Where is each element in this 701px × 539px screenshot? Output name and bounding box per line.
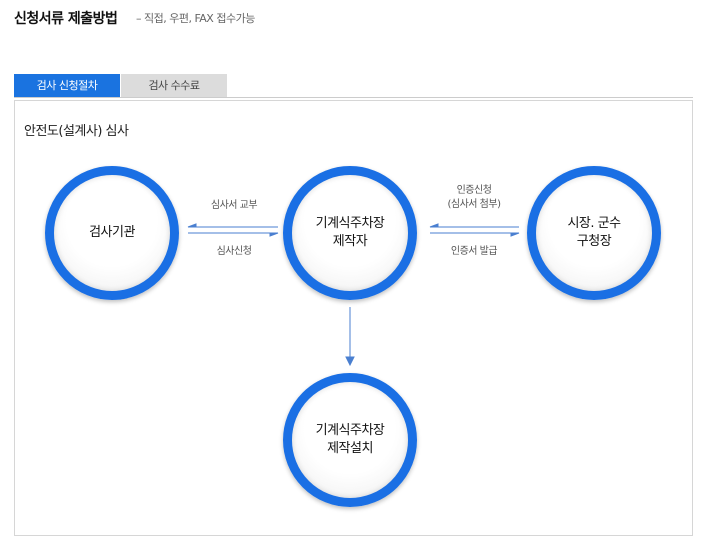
node-inspection-agency: 검사기관 <box>45 166 179 300</box>
section-title: 안전도(설계사) 심사 <box>24 124 129 139</box>
label-issue-review: 심사서 교부 <box>210 200 258 211</box>
label-line: 인증신청 <box>456 185 492 196</box>
page-subtitle: – 직접, 우편, FAX 접수가능 <box>136 12 255 25</box>
content-panel <box>14 100 693 536</box>
node-label: 제작설치 <box>327 441 373 456</box>
tab-inspection-procedure[interactable]: 검사 신청절차 <box>14 74 120 97</box>
label-apply-review: 심사신청 <box>216 246 252 257</box>
node-label: 시장. 군수 <box>567 216 621 231</box>
page-title: 신청서류 제출방법 <box>14 11 118 27</box>
label-line: (심사서 첨부) <box>447 199 501 210</box>
node-label: 기계식주차장 <box>315 216 385 231</box>
node-label: 제작자 <box>332 234 368 249</box>
node-label: 검사기관 <box>89 225 135 240</box>
label-apply-cert: 인증신청 (심사서 첨부) <box>425 184 523 212</box>
node-label: 구청장 <box>576 234 612 249</box>
label-issue-cert: 인증서 발급 <box>450 246 498 257</box>
tab-divider <box>14 97 693 98</box>
tab-inspection-fee[interactable]: 검사 수수료 <box>121 74 227 97</box>
node-label: 기계식주차장 <box>315 423 385 438</box>
